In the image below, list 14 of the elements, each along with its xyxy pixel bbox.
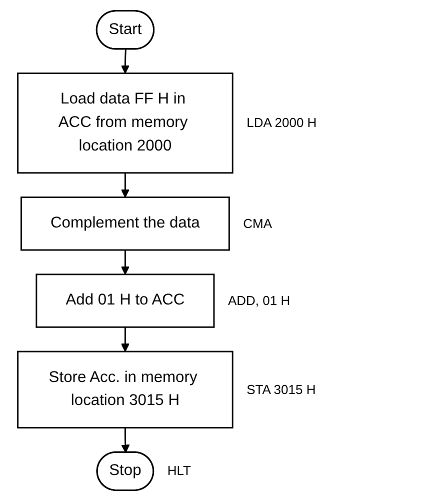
- arrow: [120, 327, 130, 352]
- node-box: Store Acc. in memory location 3015 H: [17, 350, 234, 428]
- arrow: [120, 49, 130, 74]
- instruction-label: HLT: [167, 463, 191, 478]
- instruction-label: LDA 2000 H: [246, 115, 317, 130]
- node-box: Add 01 H to ACC: [36, 274, 215, 328]
- arrow: [121, 428, 130, 453]
- arrow: [120, 250, 130, 275]
- node-box: Complement the data: [20, 196, 230, 251]
- node-box: Load data FF H in ACC from memory location 2000: [17, 72, 234, 174]
- instruction-label: STA 3015 H: [246, 382, 316, 397]
- instruction-label: ADD, 01 H: [228, 292, 290, 308]
- arrow: [120, 172, 130, 198]
- instruction-label: CMA: [243, 216, 272, 231]
